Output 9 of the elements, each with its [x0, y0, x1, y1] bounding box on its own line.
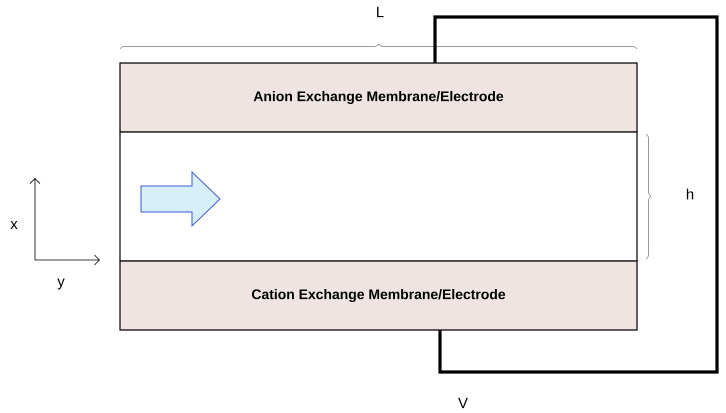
flow-channel — [119, 131, 638, 262]
membrane-electrode-layer: Cation Exchange Membrane/Electrode — [119, 260, 638, 331]
circuit-wire — [433, 15, 719, 374]
axis-label: x — [10, 221, 18, 229]
voltage-label: V — [458, 398, 468, 408]
membrane-electrode-layer: Anion Exchange Membrane/Electrode — [119, 62, 638, 133]
dimension-label: L — [377, 6, 384, 18]
axis-label: y — [57, 278, 65, 290]
dimension-label: h — [686, 188, 694, 200]
